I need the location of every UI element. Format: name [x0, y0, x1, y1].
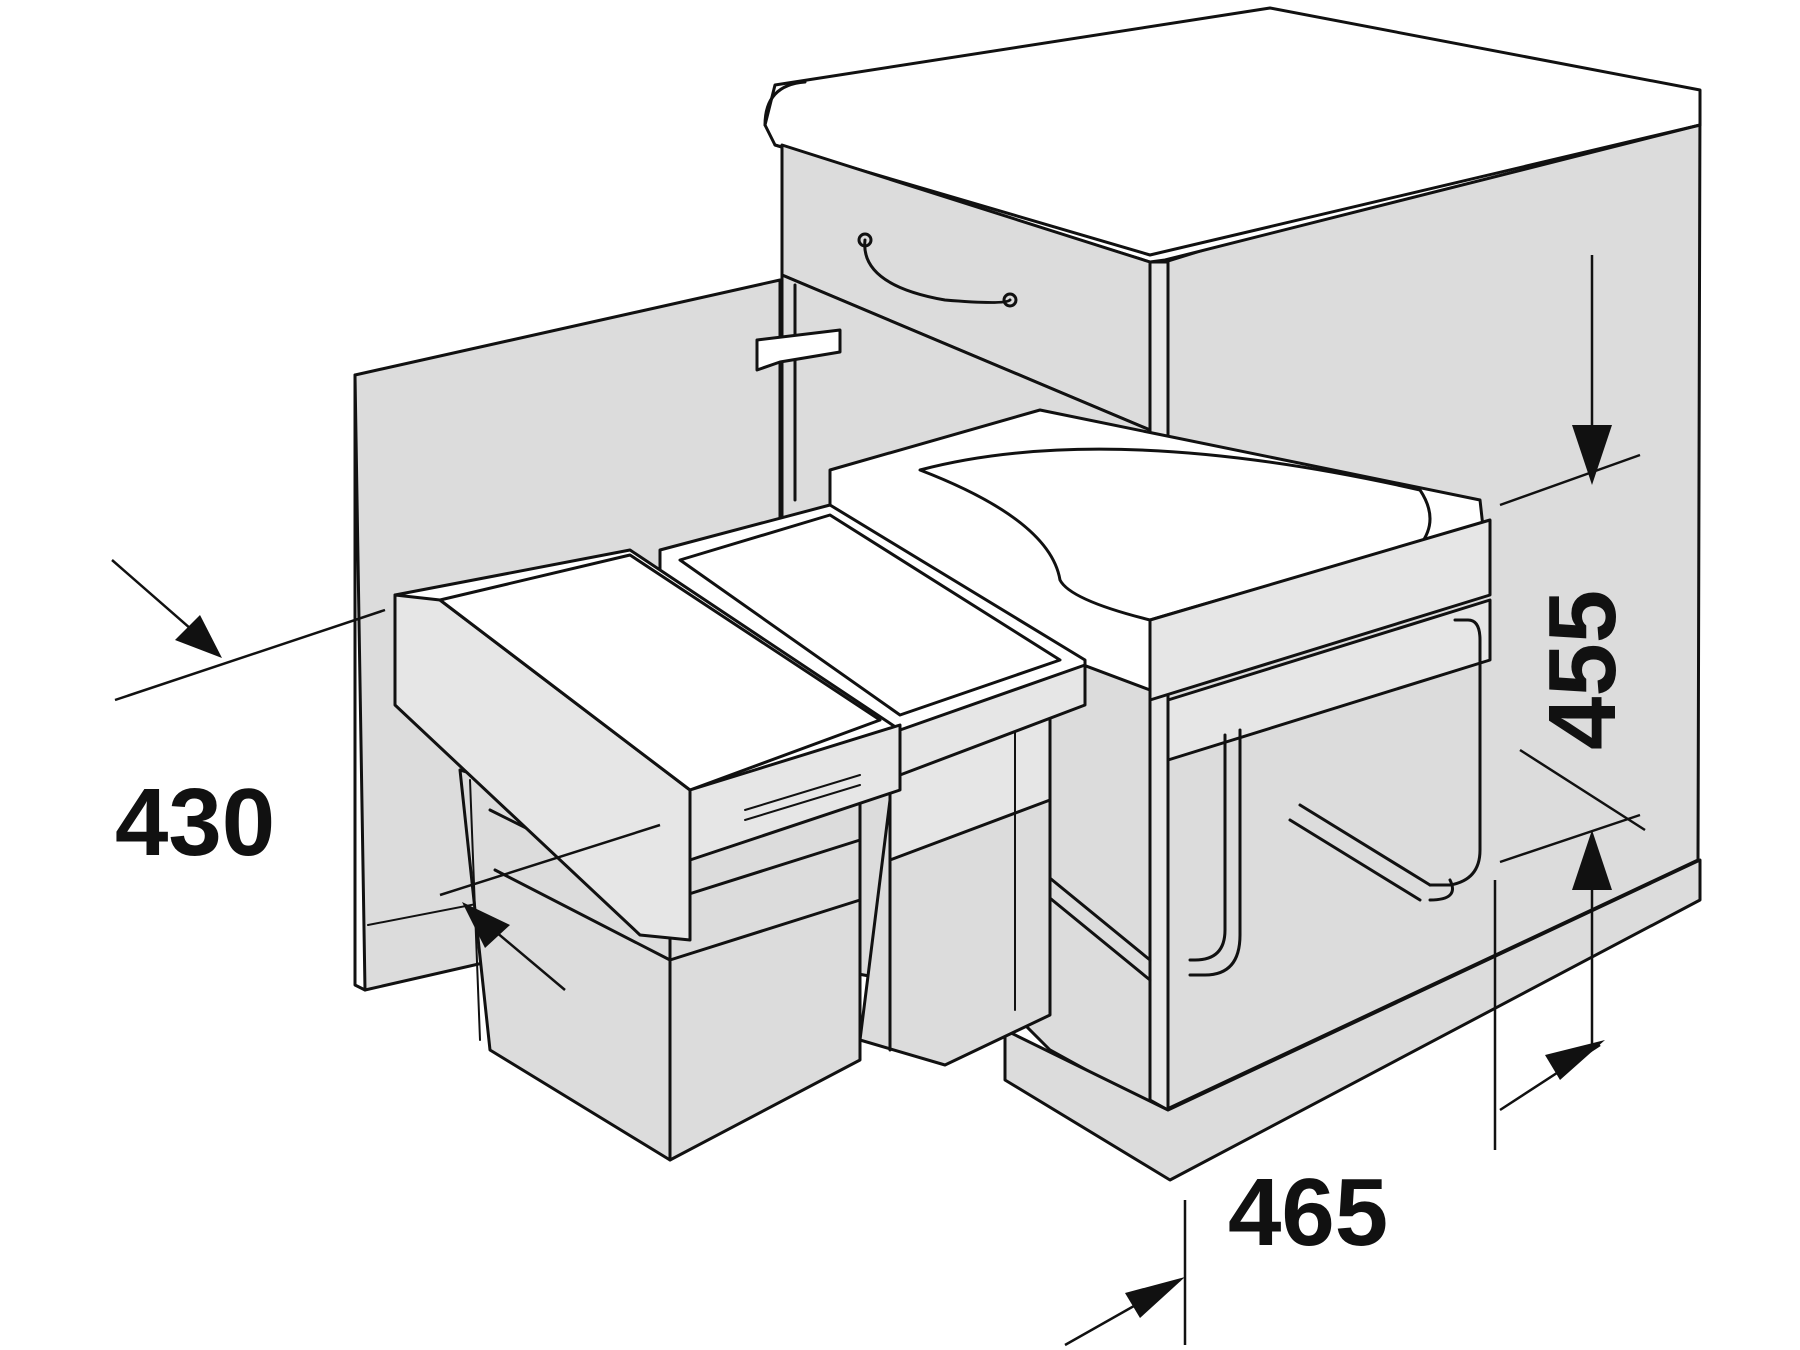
pull-out-frame — [1166, 598, 1492, 977]
arrow-head-icon — [175, 615, 222, 658]
arrow-head-icon — [1572, 830, 1612, 890]
drawer-handle-knob — [857, 232, 873, 248]
small-waste-bin — [658, 503, 1087, 1067]
dimension-465: 465 — [1064, 748, 1646, 1347]
arrow-head-icon — [1545, 1040, 1605, 1080]
dimension-430: 430 — [111, 559, 661, 991]
dimension-455-label: 455 — [1529, 590, 1636, 750]
hinge-icon — [755, 328, 842, 372]
arrow-head-icon — [1125, 1277, 1185, 1318]
arrow-head-icon — [462, 902, 510, 948]
dimension-430-label: 430 — [115, 769, 275, 876]
large-waste-bin — [393, 548, 902, 1162]
cabinet-base — [1003, 858, 1702, 1182]
arrow-head-icon — [1572, 425, 1612, 485]
dimension-455: 455 — [1499, 255, 1641, 1050]
dimension-465-label: 465 — [1228, 1159, 1388, 1266]
